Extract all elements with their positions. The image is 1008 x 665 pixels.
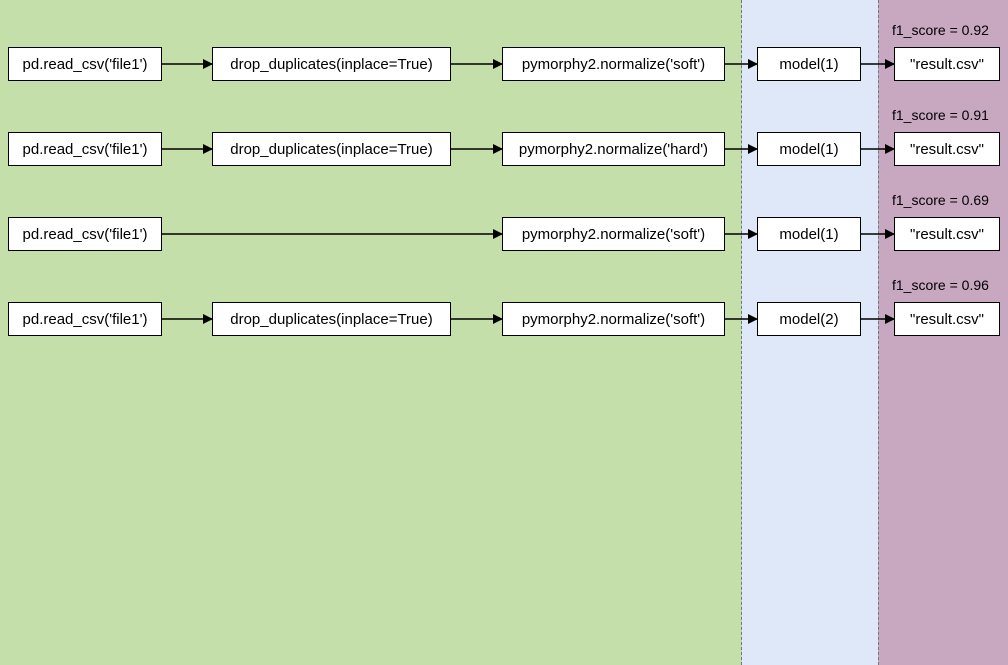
f1-score-label: f1_score = 0.69 — [892, 192, 989, 208]
model-node: model(2) — [757, 302, 861, 336]
zone-divider-preprocessing-model — [741, 0, 742, 665]
model-node: model(1) — [757, 217, 861, 251]
result-node: "result.csv" — [894, 132, 1000, 166]
model-node: model(1) — [757, 47, 861, 81]
result-node: "result.csv" — [894, 47, 1000, 81]
zone-divider-model-output — [878, 0, 879, 665]
read-csv-node: pd.read_csv('file1') — [8, 217, 162, 251]
normalize-node: pymorphy2.normalize('soft') — [502, 217, 725, 251]
read-csv-node: pd.read_csv('file1') — [8, 47, 162, 81]
normalize-node: pymorphy2.normalize('soft') — [502, 302, 725, 336]
drop-duplicates-node: drop_duplicates(inplace=True) — [212, 302, 451, 336]
normalize-node: pymorphy2.normalize('soft') — [502, 47, 725, 81]
drop-duplicates-node: drop_duplicates(inplace=True) — [212, 47, 451, 81]
result-node: "result.csv" — [894, 302, 1000, 336]
model-node: model(1) — [757, 132, 861, 166]
normalize-node: pymorphy2.normalize('hard') — [502, 132, 725, 166]
f1-score-label: f1_score = 0.91 — [892, 107, 989, 123]
read-csv-node: pd.read_csv('file1') — [8, 302, 162, 336]
result-node: "result.csv" — [894, 217, 1000, 251]
drop-duplicates-node: drop_duplicates(inplace=True) — [212, 132, 451, 166]
f1-score-label: f1_score = 0.96 — [892, 277, 989, 293]
read-csv-node: pd.read_csv('file1') — [8, 132, 162, 166]
f1-score-label: f1_score = 0.92 — [892, 22, 989, 38]
